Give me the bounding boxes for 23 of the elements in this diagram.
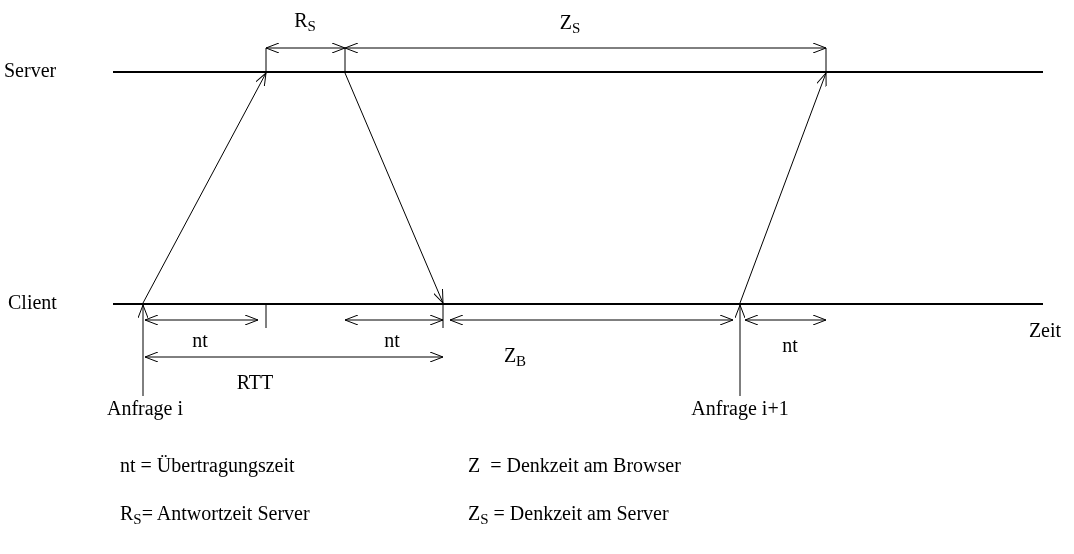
timeline	[113, 71, 1043, 73]
legend-text: Z$_{S}$ = Denkzeit am Server	[468, 503, 669, 523]
timeline-label: Server	[4, 60, 57, 80]
timeline	[113, 303, 1043, 305]
dimension-label: RTT	[236, 372, 274, 392]
dimension-label: Z$_{S}$	[559, 12, 581, 32]
legend-text: R$_{S}$= Antwortzeit Server	[120, 503, 310, 523]
legend-text: nt = Übertragungszeit	[120, 455, 295, 475]
dimension-label: Zeit	[1028, 320, 1062, 340]
timeline-label: Client	[8, 292, 57, 312]
arrow	[137, 304, 149, 397]
arrow	[142, 72, 267, 304]
dimension-label: R$_{S}$	[294, 10, 316, 30]
legend-text: Z = Denkzeit am Browser	[468, 455, 681, 475]
dimension-label: nt	[384, 330, 400, 350]
arrow	[734, 304, 746, 397]
dimension-label: nt	[192, 330, 208, 350]
arrow	[739, 72, 827, 304]
dimension-label: Z$_{B}$	[503, 345, 527, 365]
request-label: Anfrage i	[102, 396, 188, 421]
arrow	[344, 72, 444, 304]
dimension-label: nt	[782, 335, 798, 355]
request-label: Anfrage i+1	[687, 396, 793, 421]
